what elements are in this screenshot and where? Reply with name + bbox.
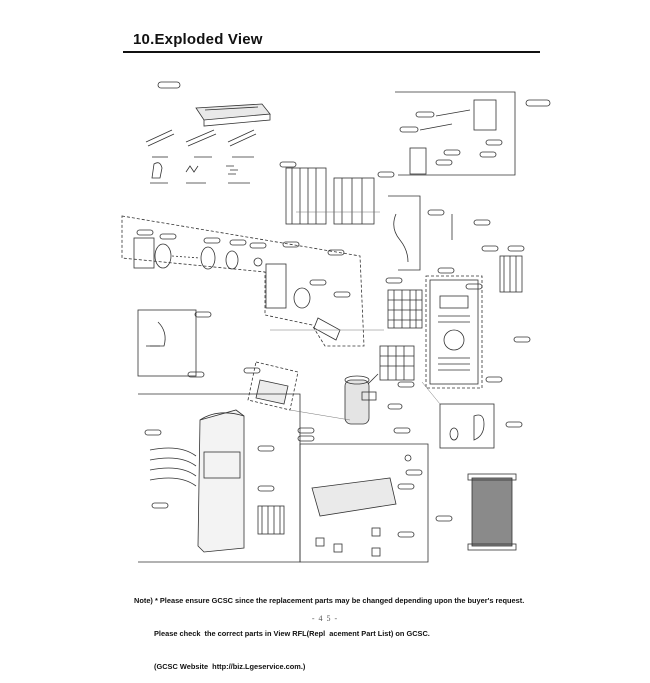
front-grille-panel: [379, 275, 531, 389]
motor-box: [439, 403, 523, 449]
note-text: Note) * Please ensure GCSC since the rep…: [134, 573, 524, 683]
note-line-2: Please check the correct parts in View R…: [154, 629, 430, 638]
drain-box: [137, 309, 212, 377]
page-number: - 4 5 -: [311, 614, 339, 623]
note-line-1: Note) * Please ensure GCSC since the rep…: [134, 596, 525, 605]
leader-lines: [270, 211, 441, 421]
cabinet: [138, 393, 301, 563]
control-box-group: [395, 91, 551, 176]
condenser-coil: [279, 161, 395, 225]
title-rule: [123, 51, 540, 53]
air-filter: [435, 473, 517, 551]
note-line-3: (GCSC Website http://biz.Lgeservice.com.…: [154, 662, 306, 671]
base-pan: [299, 443, 429, 563]
fan-assembly-group: [121, 215, 365, 347]
accessory-kit: [145, 81, 271, 184]
page-title: 10.Exploded View: [133, 31, 263, 48]
exploded-view-diagram: [121, 81, 551, 563]
evaporator: [388, 195, 525, 293]
compressor: [344, 373, 411, 434]
